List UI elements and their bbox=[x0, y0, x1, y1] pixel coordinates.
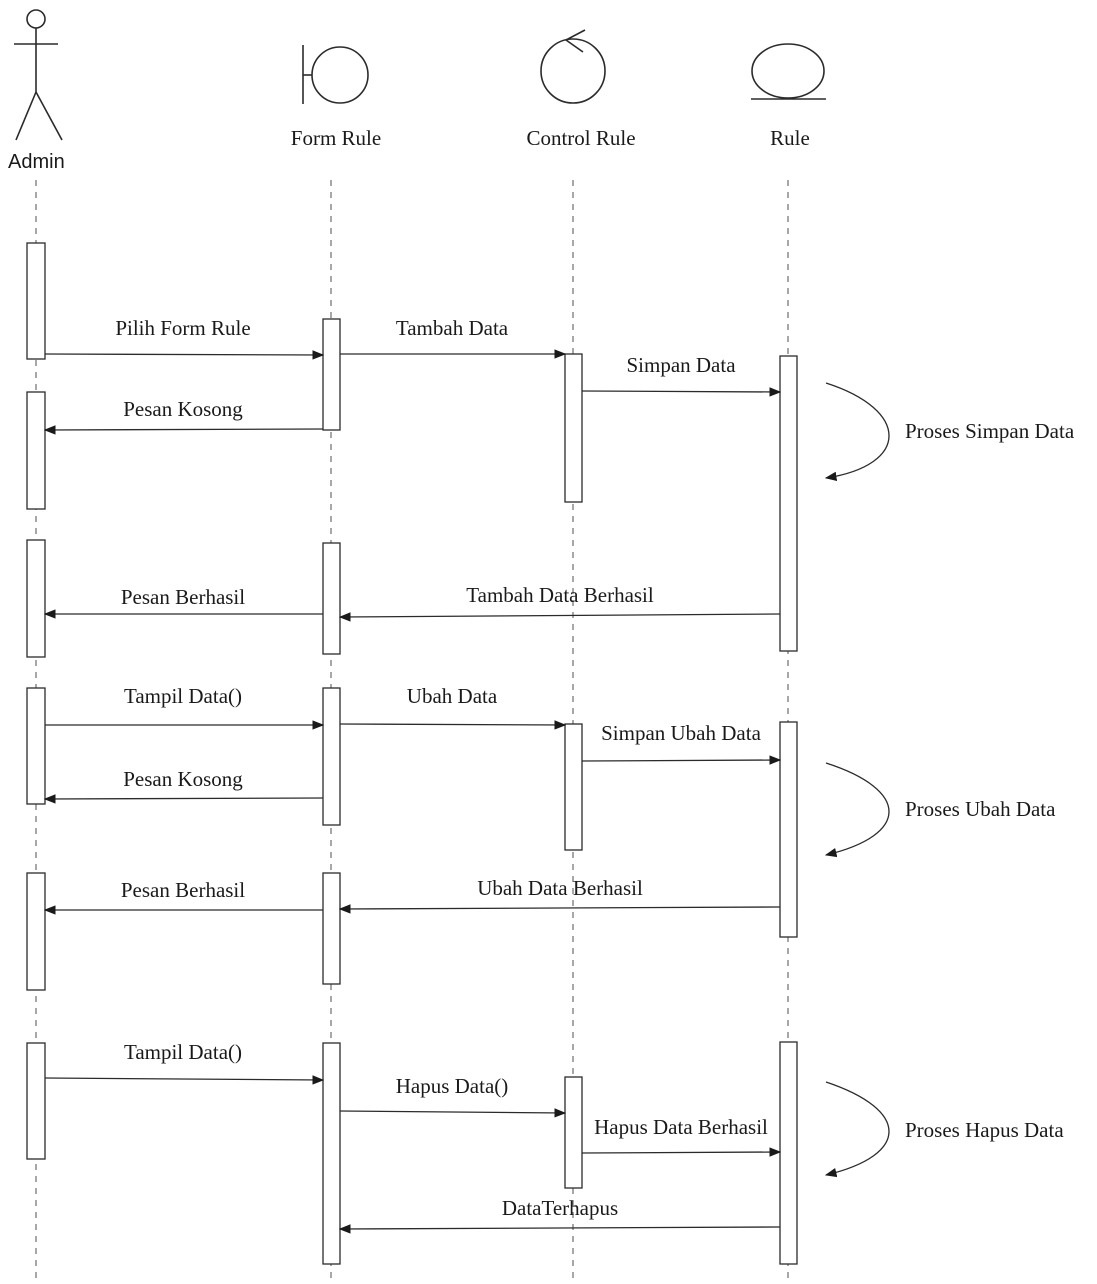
activation-bar bbox=[26, 687, 46, 805]
message-label: Tampil Data() bbox=[124, 684, 242, 708]
message-arrow bbox=[338, 904, 781, 914]
message-arrow bbox=[581, 387, 782, 397]
self-call-label: Proses Hapus Data bbox=[905, 1118, 1064, 1142]
actor-icon bbox=[14, 9, 63, 141]
message-label: Simpan Ubah Data bbox=[601, 721, 761, 745]
activation-bar bbox=[564, 353, 583, 503]
self-call-arrow bbox=[824, 382, 890, 482]
activation-bar bbox=[26, 1042, 46, 1160]
message-label: Simpan Data bbox=[626, 353, 736, 377]
message-label: Pesan Berhasil bbox=[121, 585, 245, 609]
activation-bar bbox=[564, 1076, 583, 1189]
activation-bar bbox=[564, 723, 583, 851]
message-arrow bbox=[338, 1224, 781, 1234]
self-call-arrow bbox=[824, 762, 890, 858]
activation-bar bbox=[26, 391, 46, 510]
message-arrow bbox=[339, 1108, 567, 1118]
message-arrow bbox=[44, 1075, 325, 1085]
control-icon bbox=[540, 29, 606, 104]
message-label: Pilih Form Rule bbox=[115, 316, 250, 340]
message-arrow bbox=[43, 794, 324, 804]
participant-rule: Rule bbox=[770, 126, 810, 150]
message-label: Ubah Data Berhasil bbox=[477, 876, 643, 900]
self-call-arrow bbox=[824, 1081, 890, 1178]
self-call-label: Proses Ubah Data bbox=[905, 797, 1056, 821]
participant-form-rule: Form Rule bbox=[291, 126, 381, 150]
activation-bar bbox=[779, 1041, 798, 1265]
participant-admin: Admin bbox=[8, 151, 65, 173]
activation-bar bbox=[779, 721, 798, 938]
boundary-icon bbox=[302, 45, 369, 104]
activation-bar bbox=[322, 542, 341, 655]
message-label: Tampil Data() bbox=[124, 1040, 242, 1064]
message-label: Pesan Kosong bbox=[123, 767, 243, 791]
participant-control-rule: Control Rule bbox=[526, 126, 635, 150]
message-label: Tambah Data bbox=[396, 316, 509, 340]
message-arrow bbox=[339, 720, 567, 730]
message-arrow bbox=[338, 612, 781, 622]
activation-bar bbox=[26, 242, 46, 360]
message-label: DataTerhapus bbox=[502, 1196, 618, 1220]
self-call-label: Proses Simpan Data bbox=[905, 419, 1075, 443]
activation-bar bbox=[322, 318, 341, 431]
message-label: Pesan Berhasil bbox=[121, 878, 245, 902]
message-arrow bbox=[581, 1147, 782, 1157]
activation-bar bbox=[322, 1042, 341, 1265]
message-label: Ubah Data bbox=[407, 684, 498, 708]
message-label: Tambah Data Berhasil bbox=[466, 583, 654, 607]
message-arrow bbox=[43, 425, 324, 435]
activation-bar bbox=[322, 687, 341, 826]
message-arrow bbox=[581, 755, 782, 765]
activation-bar bbox=[26, 872, 46, 991]
message-label: Pesan Kosong bbox=[123, 397, 243, 421]
message-label: Hapus Data Berhasil bbox=[594, 1115, 768, 1139]
activation-bar bbox=[26, 539, 46, 658]
message-arrow bbox=[44, 350, 325, 360]
activation-bar bbox=[779, 355, 798, 652]
message-label: Hapus Data() bbox=[396, 1074, 509, 1098]
activation-bar bbox=[322, 872, 341, 985]
entity-icon bbox=[751, 43, 826, 100]
